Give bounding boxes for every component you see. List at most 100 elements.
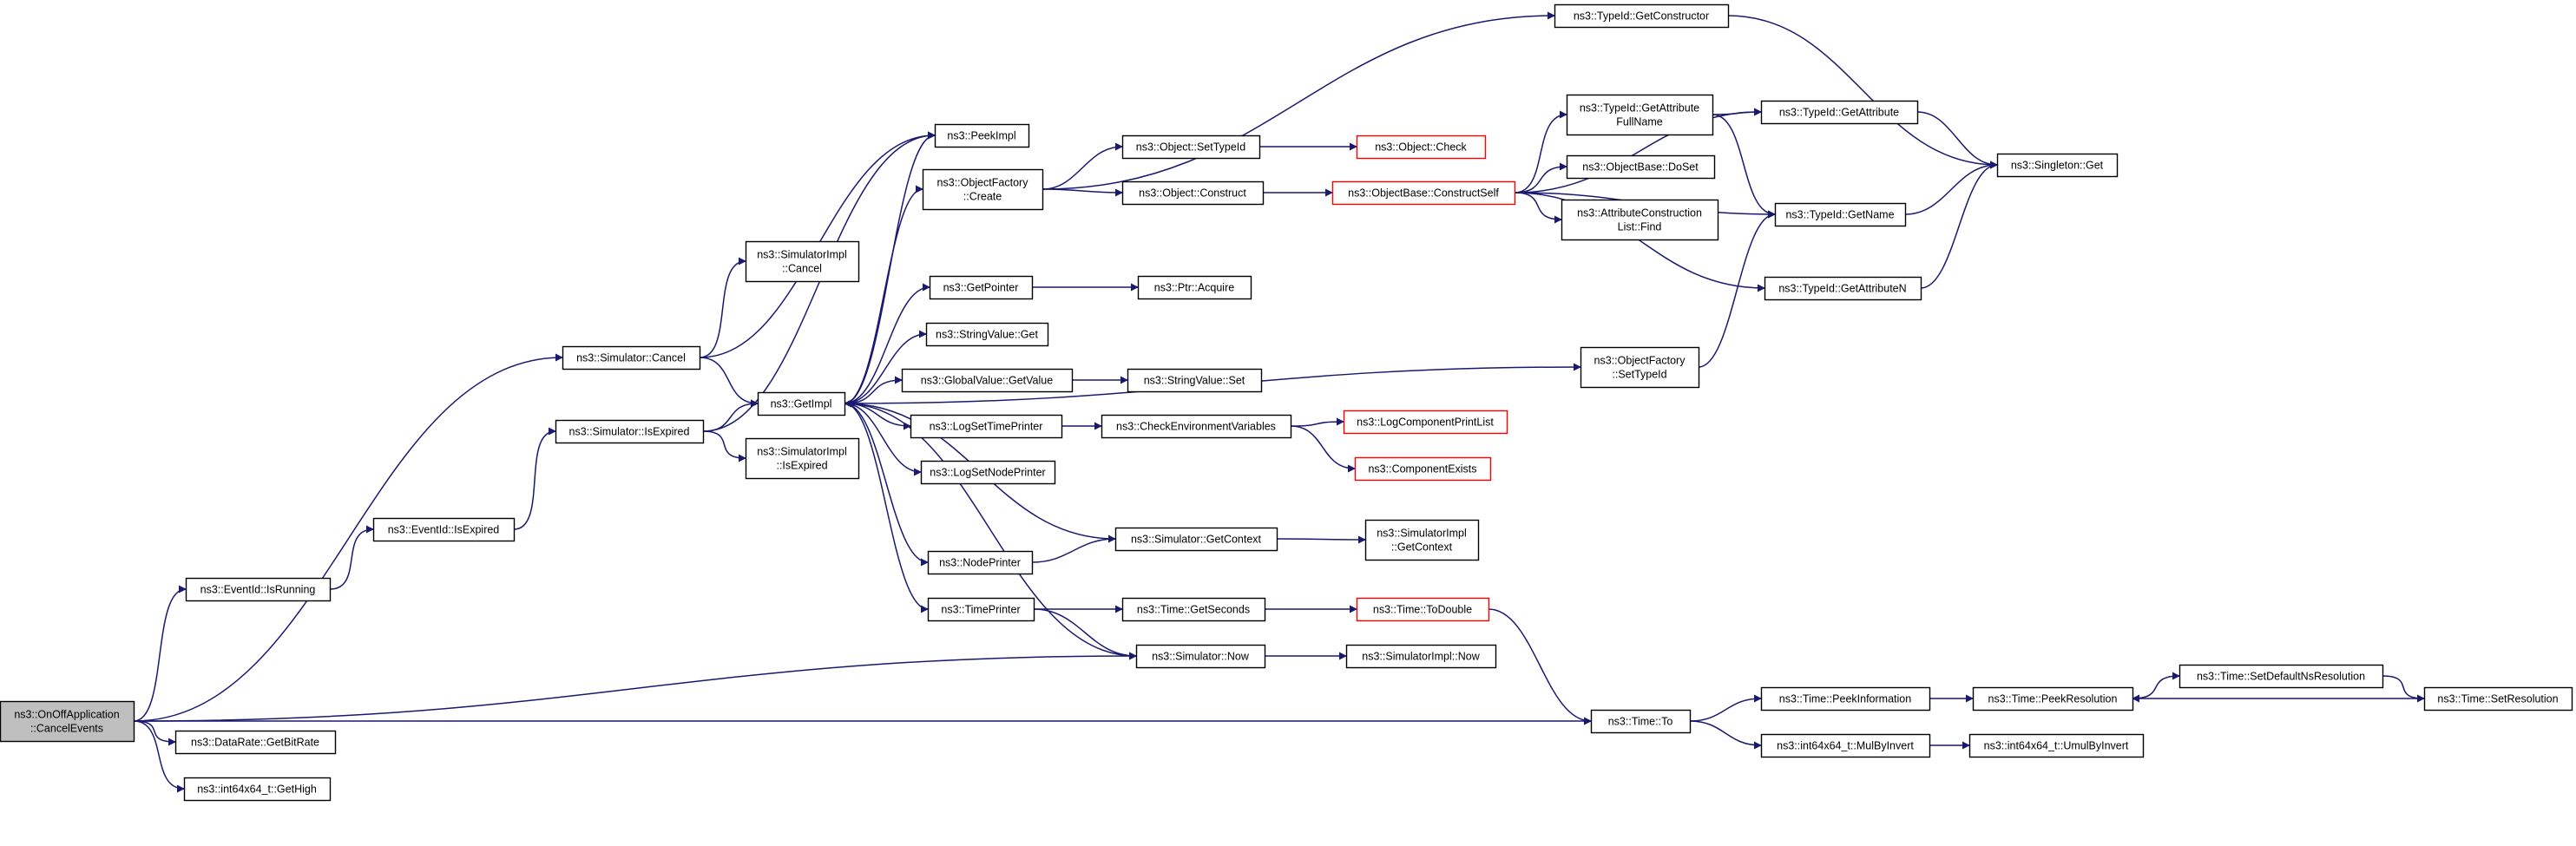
node-label: ns3::Simulator::Now (1152, 651, 1250, 663)
edge-typeid-getconstructor-to-singleton-get (1727, 15, 1998, 169)
node-logcomponentprintlist[interactable]: ns3::LogComponentPrintList (1343, 410, 1508, 435)
node-box (174, 730, 337, 755)
node-label: FullName (1616, 116, 1663, 128)
node-int64-umulbyinvert[interactable]: ns3::int64x64_t::UmulByInvert (1968, 733, 2145, 758)
node-box (925, 322, 1049, 347)
node-getimpl[interactable]: ns3::GetImpl (757, 391, 846, 416)
node-object-construct[interactable]: ns3::Object::Construct (1121, 180, 1265, 206)
node-label: ns3::Time::SetDefaultNsResolution (2197, 671, 2365, 683)
node-label: ns3::Object::Construct (1139, 187, 1246, 200)
node-box (1764, 276, 1922, 301)
node-object-check[interactable]: ns3::Object::Check (1356, 134, 1487, 160)
node-label: ns3::Simulator::GetContext (1131, 534, 1262, 546)
node-box (920, 460, 1056, 485)
node-box (745, 437, 860, 480)
node-sim-isexpired[interactable]: ns3::Simulator::IsExpired (555, 419, 705, 444)
node-label: ns3::int64x64_t::MulByInvert (1777, 740, 1914, 752)
node-simimpl-isexpired[interactable]: ns3::SimulatorImpl::IsExpired (745, 437, 860, 480)
node-label: ns3::Ptr::Acquire (1154, 282, 1234, 294)
node-box (1590, 709, 1692, 734)
node-label: ns3::TypeId::GetAttribute (1779, 107, 1899, 119)
node-box (1566, 94, 1714, 136)
node-typeid-getattribute[interactable]: ns3::TypeId::GetAttribute (1760, 100, 1919, 125)
node-ptr-acquire[interactable]: ns3::Ptr::Acquire (1137, 275, 1252, 300)
node-label: ::Cancel (782, 263, 822, 275)
node-box (1566, 154, 1716, 180)
node-time-setdefaultnsresolution[interactable]: ns3::Time::SetDefaultNsResolution (2178, 664, 2384, 689)
node-componentexists[interactable]: ns3::ComponentExists (1354, 456, 1492, 482)
node-typeid-getattributen[interactable]: ns3::TypeId::GetAttributeN (1764, 276, 1922, 301)
node-peekimpl[interactable]: ns3::PeekImpl (934, 123, 1030, 148)
node-objfactory-settypeid[interactable]: ns3::ObjectFactory::SetTypeId (1580, 346, 1700, 389)
node-time-peekresolution[interactable]: ns3::Time::PeekResolution (1972, 686, 2134, 712)
node-simimpl-cancel[interactable]: ns3::SimulatorImpl::Cancel (745, 240, 860, 283)
node-label: ns3::Time::GetSeconds (1137, 604, 1250, 616)
node-label: ns3::GlobalValue::GetValue (921, 375, 1053, 387)
node-object-settypeid[interactable]: ns3::Object::SetTypeId (1121, 134, 1261, 160)
node-logsetnodeprinter[interactable]: ns3::LogSetNodePrinter (920, 460, 1056, 485)
node-box (1972, 686, 2134, 712)
node-label: ns3::StringValue::Get (936, 329, 1038, 341)
node-objfactory-create[interactable]: ns3::ObjectFactory::Create (922, 168, 1044, 211)
node-sim-now[interactable]: ns3::Simulator::Now (1135, 644, 1266, 669)
node-box (1121, 134, 1261, 160)
node-getpointer[interactable]: ns3::GetPointer (929, 275, 1034, 300)
node-label: ::IsExpired (776, 460, 827, 472)
node-box (910, 414, 1063, 439)
node-label: List::Find (1618, 221, 1662, 233)
node-box (183, 777, 332, 802)
node-logsettimeprinter[interactable]: ns3::LogSetTimePrinter (910, 414, 1063, 439)
node-time-getseconds[interactable]: ns3::Time::GetSeconds (1121, 597, 1266, 622)
node-simimpl-now[interactable]: ns3::SimulatorImpl::Now (1345, 644, 1497, 669)
edge-typeid-getattribute-to-singleton-get (1916, 111, 1998, 169)
edge-objfactory-create-to-object-settypeid (1042, 142, 1123, 190)
edge-checkenv-to-logcomponentprintlist (1290, 417, 1344, 427)
node-singleton-get[interactable]: ns3::Singleton::Get (1996, 153, 2119, 178)
node-label: ::Create (963, 191, 1002, 203)
node-box (934, 123, 1030, 148)
node-box (1968, 733, 2145, 758)
node-timeprinter[interactable]: ns3::TimePrinter (927, 597, 1035, 622)
node-int64-gethigh[interactable]: ns3::int64x64_t::GetHigh (183, 777, 332, 802)
node-root[interactable]: ns3::OnOffApplication::CancelEvents (0, 700, 135, 743)
node-time-peekinformation[interactable]: ns3::Time::PeekInformation (1760, 686, 1931, 712)
node-time-to[interactable]: ns3::Time::To (1590, 709, 1692, 734)
node-label: ns3::GetImpl (771, 398, 832, 410)
node-objectbase-doset[interactable]: ns3::ObjectBase::DoSet (1566, 154, 1716, 180)
node-sim-getcontext[interactable]: ns3::Simulator::GetContext (1114, 527, 1278, 552)
node-eid-isexpired[interactable]: ns3::EventId::IsExpired (372, 517, 516, 542)
node-objectbase-constructself[interactable]: ns3::ObjectBase::ConstructSelf (1331, 180, 1516, 206)
node-sim-cancel[interactable]: ns3::Simulator::Cancel (562, 345, 701, 371)
node-label: ns3::NodePrinter (939, 557, 1021, 569)
node-time-setresolution[interactable]: ns3::Time::SetResolution (2423, 686, 2573, 712)
node-label: ns3::CheckEnvironmentVariables (1116, 421, 1276, 433)
edge-time-peekresolution-to-time-setdefaultnsresolution (2132, 672, 2180, 699)
node-typeid-getconstructor[interactable]: ns3::TypeId::GetConstructor (1554, 3, 1730, 29)
edge-getimpl-to-stringvalue-get (844, 330, 927, 404)
node-globalvalue-getvalue[interactable]: ns3::GlobalValue::GetValue (901, 368, 1074, 393)
node-box (1121, 597, 1266, 622)
node-checkenv[interactable]: ns3::CheckEnvironmentVariables (1101, 414, 1292, 439)
node-typeid-getname[interactable]: ns3::TypeId::GetName (1774, 202, 1907, 227)
node-stringvalue-set[interactable]: ns3::StringValue::Set (1127, 368, 1263, 393)
node-nodeprinter[interactable]: ns3::NodePrinter (927, 550, 1034, 575)
node-label: ns3::SimulatorImpl::Now (1362, 651, 1480, 663)
node-time-todouble[interactable]: ns3::Time::ToDouble (1356, 597, 1490, 622)
edge-typeid-getname-to-singleton-get (1904, 161, 1998, 215)
edge-layer (133, 11, 2425, 793)
node-box (1356, 134, 1487, 160)
edge-root-to-int64-gethigh (133, 720, 185, 793)
node-box (1137, 275, 1252, 300)
node-box (2423, 686, 2573, 712)
node-box (757, 391, 846, 416)
node-eid-isrunning[interactable]: ns3::EventId::IsRunning (185, 577, 332, 602)
node-simimpl-getcontext[interactable]: ns3::SimulatorImpl::GetContext (1364, 519, 1480, 561)
node-stringvalue-get[interactable]: ns3::StringValue::Get (925, 322, 1049, 347)
node-label: ns3::LogSetTimePrinter (930, 421, 1043, 433)
node-int64-mulbyinvert[interactable]: ns3::int64x64_t::MulByInvert (1760, 733, 1931, 758)
node-datarate[interactable]: ns3::DataRate::GetBitRate (174, 730, 337, 755)
node-box (1364, 519, 1480, 561)
edge-objectbase-constructself-to-attrconstruction-find (1514, 192, 1562, 224)
